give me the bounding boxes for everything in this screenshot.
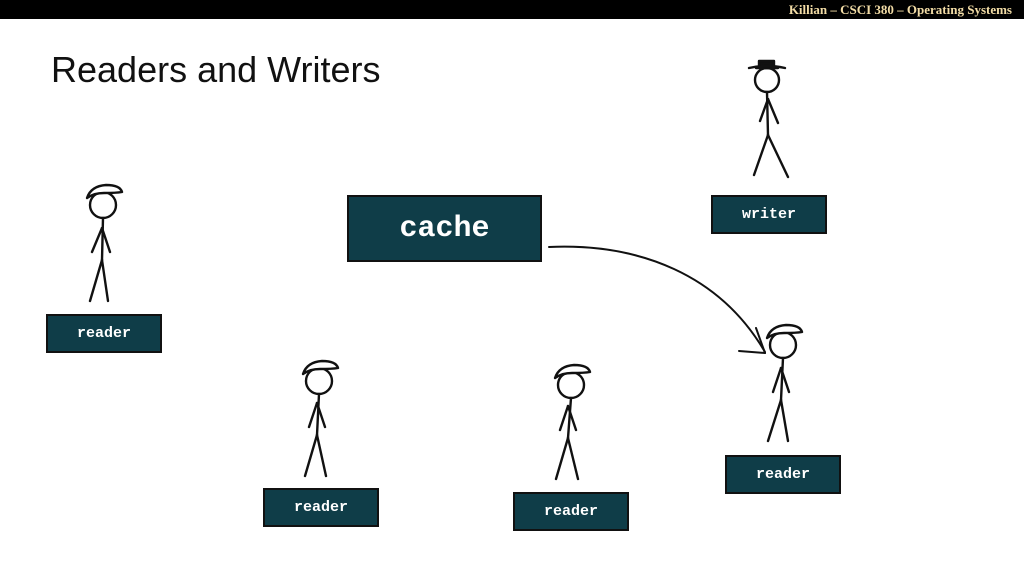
writer-box: writer — [711, 195, 827, 234]
cache-label: cache — [399, 211, 490, 246]
reader-box-2: reader — [263, 488, 379, 527]
reader-label-4: reader — [755, 466, 810, 483]
reader-box-3: reader — [513, 492, 629, 531]
reader-label-3: reader — [543, 503, 598, 520]
writer-label: writer — [741, 206, 796, 223]
reader-box-4: reader — [725, 455, 841, 494]
reader-label-2: reader — [293, 499, 348, 516]
course-header: Killian – CSCI 380 – Operating Systems — [788, 2, 1012, 17]
cache-box: cache — [347, 195, 542, 262]
writer-figure-icon — [747, 59, 790, 179]
top-bar: Killian – CSCI 380 – Operating Systems — [0, 0, 1024, 19]
reader-figure-3-icon — [553, 363, 592, 481]
slide-title: Readers and Writers — [51, 49, 381, 90]
reader-box-1: reader — [46, 314, 162, 353]
reader-label-1: reader — [76, 325, 131, 342]
reader-figure-2-icon — [301, 359, 340, 478]
reader-figure-1-icon — [85, 183, 124, 303]
reader-figure-4-icon — [765, 323, 804, 443]
